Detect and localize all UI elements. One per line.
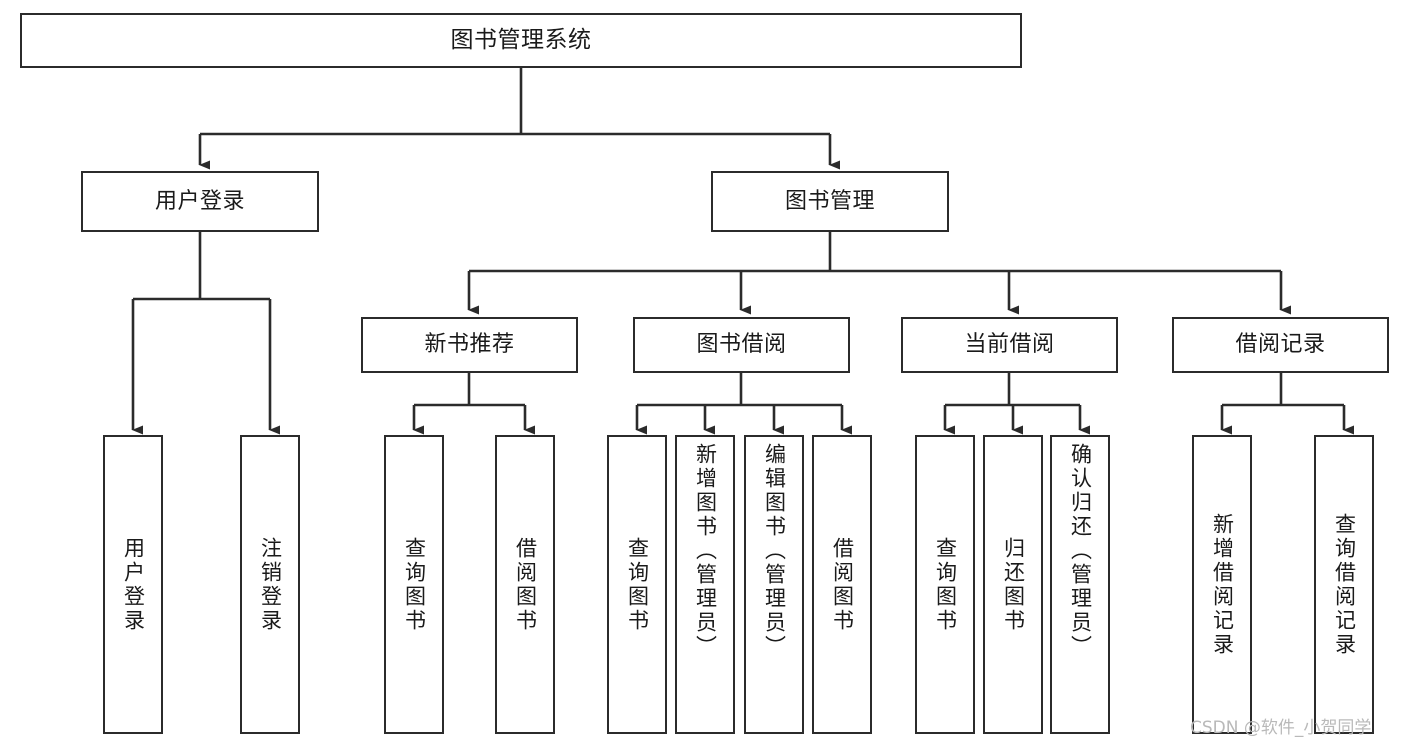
leaf-query-book-borrow[interactable]: 查询图书 [607, 435, 667, 734]
node-label: 查询图书 [625, 536, 650, 633]
leaf-confirm-return-admin[interactable]: 确认归还（管理员） [1050, 435, 1110, 734]
node-label: 借阅图书 [513, 536, 538, 633]
node-label: 新增借阅记录 [1210, 512, 1235, 657]
node-user-login[interactable]: 用户登录 [81, 171, 319, 232]
node-label: 当前借阅 [964, 332, 1055, 358]
node-label: 借阅记录 [1235, 332, 1326, 358]
node-label: 新增图书（管理员） [693, 443, 718, 659]
node-label: 确认归还（管理员） [1068, 443, 1093, 659]
node-label: 新书推荐 [424, 332, 515, 358]
node-label: 编辑图书（管理员） [762, 443, 787, 659]
leaf-add-book-admin[interactable]: 新增图书（管理员） [675, 435, 735, 734]
leaf-add-borrow-record[interactable]: 新增借阅记录 [1192, 435, 1252, 734]
node-root-system[interactable]: 图书管理系统 [20, 13, 1022, 68]
leaf-edit-book-admin[interactable]: 编辑图书（管理员） [744, 435, 804, 734]
node-book-management[interactable]: 图书管理 [711, 171, 949, 232]
node-label: 查询图书 [402, 536, 427, 633]
leaf-return-book[interactable]: 归还图书 [983, 435, 1043, 734]
node-label: 图书管理 [784, 188, 875, 214]
csdn-watermark: CSDN @软件_小贺同学 [1190, 718, 1372, 738]
node-new-book-recommend[interactable]: 新书推荐 [361, 317, 578, 373]
node-label: 图书借阅 [696, 332, 787, 358]
node-book-borrow[interactable]: 图书借阅 [633, 317, 850, 373]
leaf-query-borrow-record[interactable]: 查询借阅记录 [1314, 435, 1374, 734]
leaf-query-book-recommend[interactable]: 查询图书 [384, 435, 444, 734]
node-label: 借阅图书 [830, 536, 855, 633]
leaf-query-book-current[interactable]: 查询图书 [915, 435, 975, 734]
node-label: 归还图书 [1001, 536, 1026, 633]
leaf-user-login[interactable]: 用户登录 [103, 435, 163, 734]
node-label: 图书管理系统 [450, 26, 592, 53]
leaf-borrow-book-recommend[interactable]: 借阅图书 [495, 435, 555, 734]
node-label: 用户登录 [154, 188, 245, 214]
node-label: 查询借阅记录 [1332, 512, 1357, 657]
node-label: 查询图书 [933, 536, 958, 633]
node-borrow-record[interactable]: 借阅记录 [1172, 317, 1389, 373]
node-current-borrow[interactable]: 当前借阅 [901, 317, 1118, 373]
leaf-logout-login[interactable]: 注销登录 [240, 435, 300, 734]
node-label: 注销登录 [258, 536, 283, 633]
node-label: 用户登录 [121, 536, 146, 633]
leaf-borrow-book[interactable]: 借阅图书 [812, 435, 872, 734]
